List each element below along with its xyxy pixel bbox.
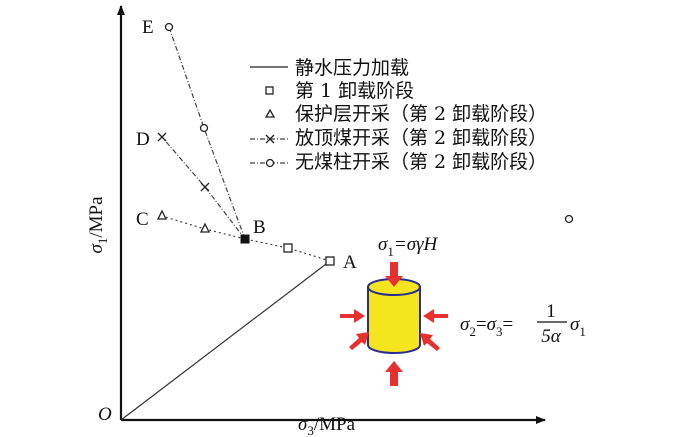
svg-text:σ2=σ3=: σ2=σ3=: [460, 314, 513, 339]
top-coal-caving-path: [161, 136, 246, 240]
svg-text:5α: 5α: [541, 326, 562, 347]
circle-marker: [199, 123, 209, 133]
point-a-label: A: [343, 252, 357, 273]
hydrostatic-path: [120, 260, 331, 421]
legend-item-hydrostatic: 静水压力加载: [295, 57, 409, 79]
svg-text:σ1: σ1: [570, 314, 586, 339]
cross-marker: [200, 182, 210, 192]
square-marker-a: [325, 256, 335, 266]
circle-marker-e: [164, 22, 174, 32]
point-c-label: C: [136, 209, 149, 230]
square-marker: [283, 243, 293, 253]
point-e-label: E: [142, 17, 154, 38]
pillarless-path: [168, 26, 246, 240]
legend-item-protective: 保护层开采（第 2 卸载阶段）: [295, 103, 547, 125]
legend-triangle-icon: [264, 108, 276, 118]
svg-text:1: 1: [546, 301, 556, 322]
sigma2-sigma3-formula: σ2=σ3= 1 5α σ1: [460, 301, 586, 347]
legend-item-pillarless: 无煤柱开采（第 2 卸载阶段）: [295, 151, 547, 173]
sigma1-formula: σ1=σγH: [378, 234, 439, 259]
stray-circle-marker: [564, 214, 574, 224]
stress-arrows-icon: [340, 262, 448, 386]
x-axis-label: σ3/MPa: [298, 414, 356, 437]
legend-item-caving: 放顶煤开采（第 2 卸载阶段）: [295, 127, 547, 149]
legend: 静水压力加载 第 1 卸载阶段 保护层开采（第 2 卸载阶段） 放顶煤开采（第 …: [250, 57, 547, 173]
square-marker-b: [240, 234, 250, 244]
legend-cross-icon: [265, 134, 275, 144]
y-axis-label: σ1/MPa: [86, 196, 110, 254]
legend-square-icon: [265, 86, 274, 95]
triangle-marker-c: [156, 209, 168, 220]
legend-circle-icon: [265, 158, 275, 168]
triangle-marker: [199, 222, 211, 233]
point-b-label: B: [253, 217, 266, 238]
point-d-label: D: [136, 129, 150, 150]
legend-item-first-unload: 第 1 卸载阶段: [295, 80, 414, 102]
cylinder-specimen-icon: [367, 278, 421, 354]
cross-marker-d: [157, 132, 167, 142]
svg-text:σ1/MPa: σ1/MPa: [86, 196, 110, 254]
origin-label: O: [98, 404, 112, 425]
